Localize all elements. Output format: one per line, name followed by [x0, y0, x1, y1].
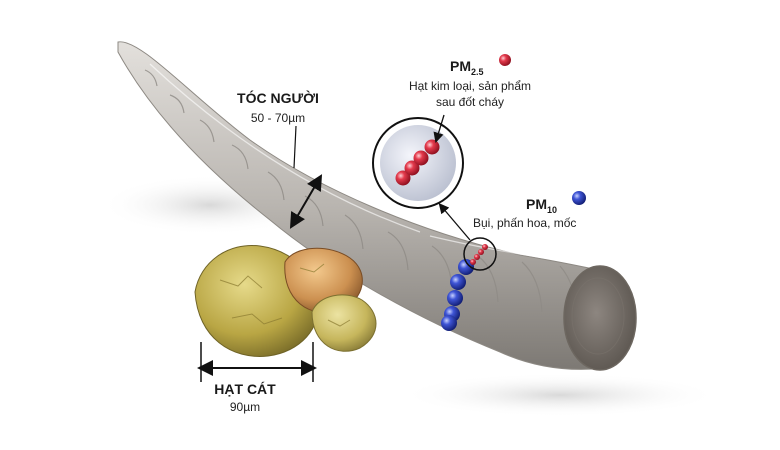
pm25-prefix: PM [450, 58, 471, 74]
pm10-title: PM10 [526, 196, 557, 215]
hair-shadow [400, 373, 720, 417]
sand-size: 90µm [185, 400, 305, 414]
pm25-description: Hạt kim loại, sản phẩm sau đốt cháy [375, 78, 565, 110]
hair-leader-line [294, 126, 296, 168]
pm10-legend-ball [572, 191, 586, 205]
sand-grains [195, 245, 376, 356]
pm25-desc-line2: sau đốt cháy [375, 94, 565, 110]
pm25-magnifier [373, 118, 463, 208]
hair-title: TÓC NGƯỜI [208, 90, 348, 106]
pm10-subscript: 10 [547, 205, 557, 215]
pm25-legend-ball [499, 54, 511, 66]
pm25-subscript: 2.5 [471, 67, 484, 77]
pm10-prefix: PM [526, 196, 547, 212]
pm25-title: PM2.5 [450, 58, 484, 77]
pm25-desc-line1: Hạt kim loại, sản phẩm [375, 78, 565, 94]
pm10-description: Bụi, phấn hoa, mốc [473, 216, 633, 230]
sand-title: HẠT CÁT [185, 381, 305, 397]
hair-size: 50 - 70µm [208, 111, 348, 125]
